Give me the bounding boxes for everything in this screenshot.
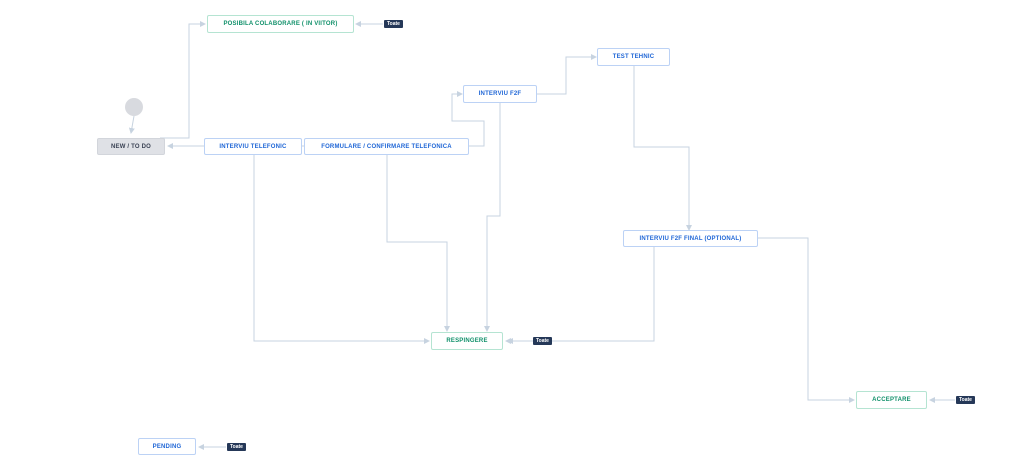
status-acceptare[interactable]: ACCEPTARE — [856, 391, 927, 409]
toate-tag-acceptare[interactable]: Toate — [956, 396, 975, 404]
status-pending[interactable]: PENDING — [138, 438, 196, 455]
toate-tag-respingere[interactable]: Toate — [533, 337, 552, 345]
status-formulare-confirmare[interactable]: FORMULARE / CONFIRMARE TELEFONICA — [304, 138, 469, 155]
start-node — [125, 98, 143, 116]
transition-final-to-acceptare — [758, 237, 855, 403]
status-posibila-colaborare[interactable]: POSIBILA COLABORARE ( IN VIITOR) — [207, 15, 354, 33]
transition-start-to-new — [128, 115, 135, 134]
transition-f2f-to-test — [537, 54, 597, 95]
toate-tag-pending[interactable]: Toate — [227, 443, 246, 451]
status-new-to-do[interactable]: NEW / TO DO — [97, 138, 165, 155]
transition-final-to-respingere — [507, 247, 655, 344]
transition-formulare-to-respingere — [386, 155, 450, 332]
transition-f2f-to-respingere — [484, 103, 501, 332]
transition-telefonic-to-respingere — [253, 155, 430, 344]
status-interviu-f2f[interactable]: INTERVIU F2F — [463, 85, 537, 103]
transition-new-to-posibila — [160, 21, 206, 139]
status-interviu-telefonic[interactable]: INTERVIU TELEFONIC — [204, 138, 302, 155]
status-respingere[interactable]: RESPINGERE — [431, 332, 503, 350]
toate-tag-posibila[interactable]: Toate — [384, 20, 403, 28]
transition-test-to-final — [633, 66, 692, 231]
status-interviu-f2f-final[interactable]: INTERVIU F2F FINAL (OPTIONAL) — [623, 230, 758, 247]
status-test-tehnic[interactable]: TEST TEHNIC — [597, 48, 670, 66]
transition-formulare-to-f2f — [451, 91, 485, 147]
